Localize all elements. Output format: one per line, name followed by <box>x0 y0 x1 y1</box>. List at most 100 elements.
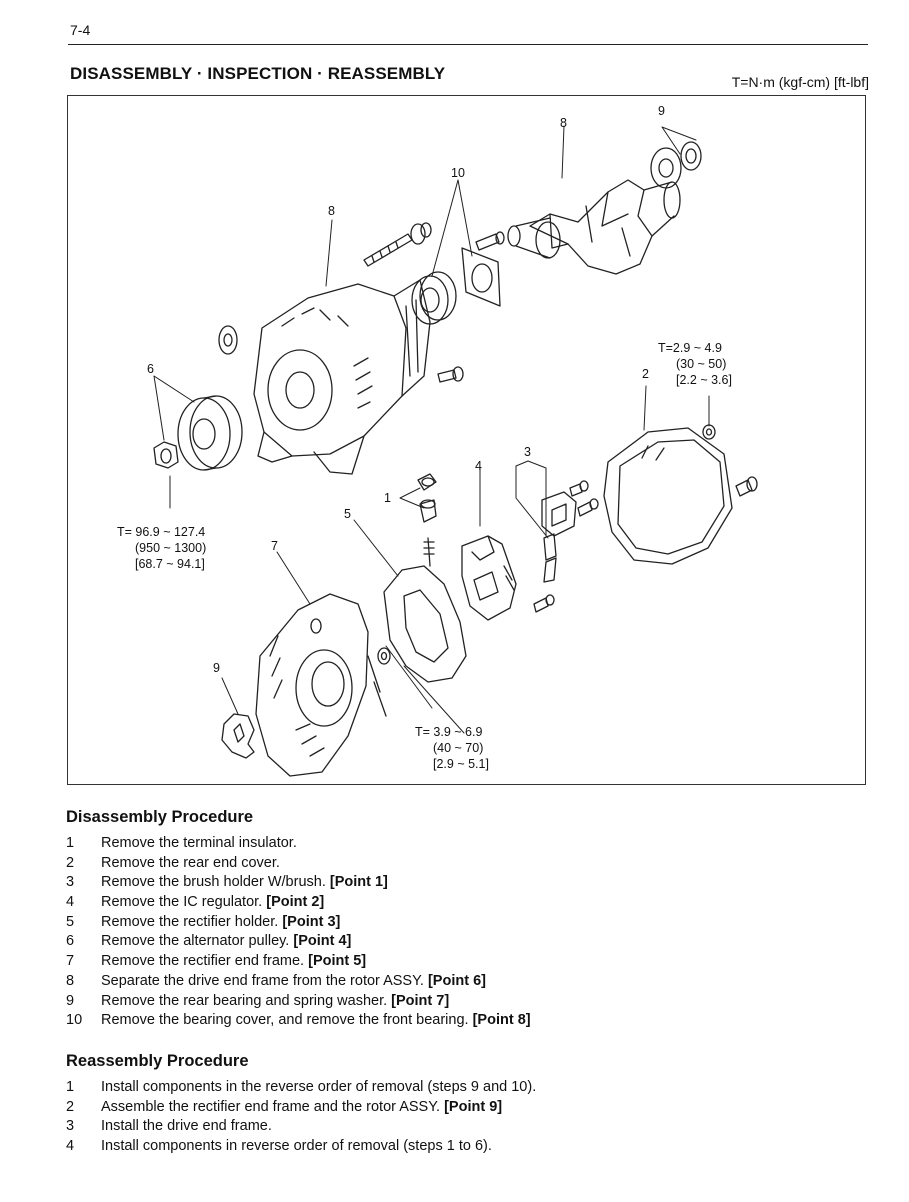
step-point-reference: [Point 1] <box>329 874 388 891</box>
rotor-assembly <box>507 179 681 275</box>
procedure-step: 7 Remove the rectifier end frame. [Point … <box>66 952 856 972</box>
rotor-cover-bolt <box>475 231 505 251</box>
leader-lines <box>153 125 710 734</box>
front-bearing <box>411 271 457 325</box>
step-point-reference: [Point 6] <box>427 972 486 989</box>
reassembly-heading: Reassembly Procedure <box>66 1052 249 1070</box>
torque-nm: T= 96.9 ~ 127.4 <box>117 525 206 539</box>
rectifier-holder <box>383 537 467 683</box>
torque-kgfcm: (40 ~ 70) <box>433 741 484 755</box>
rectifier-end-frame <box>255 593 387 777</box>
callout-2-rear-cover: 2 <box>642 367 649 381</box>
torque-ftlbf: [2.9 ~ 5.1] <box>433 757 489 771</box>
step-number: 3 <box>66 874 75 891</box>
step-text: Remove the alternator pulley. <box>101 933 290 950</box>
step-text: Remove the rear end cover. <box>101 854 280 871</box>
rectifier-washer <box>377 647 391 665</box>
callout-8-drive-frame: 8 <box>328 204 335 218</box>
procedure-step: 4 Install components in reverse order of … <box>66 1137 856 1157</box>
disassembly-heading: Disassembly Procedure <box>66 808 254 826</box>
callout-3-brush-holder: 3 <box>524 445 531 459</box>
torque-nm: T= 3.9 ~ 6.9 <box>415 725 483 739</box>
torque-units-legend: T=N·m (kgf-cm) [ft-lbf] <box>731 74 869 90</box>
brush-holder-screws <box>533 480 599 613</box>
procedure-step: 10 Remove the bearing cover, and remove t… <box>66 1011 856 1031</box>
step-text: Separate the drive end frame from the ro… <box>101 972 424 989</box>
callout-8-rotor: 8 <box>560 116 567 130</box>
step-point-reference: [Point 5] <box>308 953 367 970</box>
exploded-view-figure: 9 8 10 8 6 2 3 4 1 5 7 9 T=2.9 ~ 4.9 (30… <box>67 95 866 785</box>
step-number: 1 <box>66 1079 75 1095</box>
torque-kgfcm: (950 ~ 1300) <box>135 541 207 555</box>
torque-kgfcm: (30 ~ 50) <box>676 357 727 371</box>
alternator-exploded-diagram <box>153 125 758 777</box>
step-number: 8 <box>66 972 75 989</box>
torque-ftlbf: [2.2 ~ 3.6] <box>676 373 732 387</box>
step-number: 3 <box>66 1118 75 1135</box>
torque-spec-rear-cover: T=2.9 ~ 4.9 (30 ~ 50) [2.2 ~ 3.6] <box>658 340 732 388</box>
bearing-cover <box>461 247 501 307</box>
step-number: 2 <box>66 854 75 871</box>
torque-spec-pulley-nut: T= 96.9 ~ 127.4 (950 ~ 1300) [68.7 ~ 94.… <box>117 524 206 572</box>
torque-ftlbf: [68.7 ~ 94.1] <box>135 557 205 571</box>
procedure-step: 2 Assemble the rectifier end frame and th… <box>66 1098 856 1118</box>
cover-nut-right <box>735 476 758 497</box>
step-number: 4 <box>66 1138 75 1155</box>
step-number: 4 <box>66 894 75 911</box>
procedure-step: 5 Remove the rectifier holder. [Point 3] <box>66 913 856 933</box>
terminal-nut <box>437 366 464 383</box>
torque-nm: T=2.9 ~ 4.9 <box>658 341 722 355</box>
rear-bearing <box>650 141 702 189</box>
callout-10-bearing-cover: 10 <box>451 166 465 180</box>
step-text: Remove the brush holder W/brush. <box>101 874 326 891</box>
procedure-step: 6 Remove the alternator pulley. [Point 4] <box>66 932 856 952</box>
procedure-step: 3 Remove the brush holder W/brush. [Point… <box>66 873 856 893</box>
step-text: Install components in reverse order of r… <box>101 1138 492 1155</box>
procedure-step: 2 Remove the rear end cover. <box>66 854 856 874</box>
step-number: 5 <box>66 913 75 930</box>
section-title: DISASSEMBLY · INSPECTION · REASSEMBLY <box>70 64 446 83</box>
callout-7-rectifier-end-frame: 7 <box>271 539 278 553</box>
step-text: Remove the bearing cover, and remove the… <box>101 1012 469 1029</box>
step-point-reference: [Point 9] <box>444 1098 503 1115</box>
step-text: Remove the rear bearing and spring washe… <box>101 992 388 1009</box>
step-point-reference: [Point 4] <box>293 933 352 950</box>
terminal-stud <box>363 222 432 267</box>
torque-spec-rectifier: T= 3.9 ~ 6.9 (40 ~ 70) [2.9 ~ 5.1] <box>415 724 489 772</box>
step-text: Remove the IC regulator. <box>101 894 263 911</box>
callout-9-spring-washer: 9 <box>213 661 220 675</box>
step-number: 6 <box>66 933 75 950</box>
rear-end-cover <box>603 427 733 565</box>
step-point-reference: [Point 7] <box>391 992 450 1009</box>
drive-end-frame <box>253 279 431 475</box>
callout-5-rectifier-holder: 5 <box>344 507 351 521</box>
cover-nut-top <box>702 424 716 440</box>
step-point-reference: [Point 2] <box>266 894 325 911</box>
ic-regulator <box>461 535 517 621</box>
step-text: Remove the rectifier end frame. <box>101 953 305 970</box>
step-number: 10 <box>66 1012 83 1029</box>
step-text: Remove the rectifier holder. <box>101 913 279 930</box>
callout-1-terminal-insulator: 1 <box>384 491 391 505</box>
step-number: 7 <box>66 953 75 970</box>
step-text: Install the drive end frame. <box>101 1118 272 1135</box>
step-point-reference: [Point 3] <box>282 913 341 930</box>
callout-6-pulley: 6 <box>147 362 154 376</box>
alternator-pulley <box>177 395 243 471</box>
callout-4-ic-regulator: 4 <box>475 459 482 473</box>
procedure-step: 8 Separate the drive end frame from the r… <box>66 972 856 992</box>
pulley-nut <box>153 441 179 469</box>
step-number: 2 <box>66 1098 75 1115</box>
brush-holder <box>541 491 577 583</box>
procedure-step: 3 Install the drive end frame. <box>66 1117 856 1137</box>
step-text: Assemble the rectifier end frame and the… <box>101 1098 441 1115</box>
header-rule <box>68 44 868 45</box>
page-number: 7-4 <box>70 22 91 38</box>
callout-9-rear-bearing: 9 <box>658 104 665 118</box>
spacer-washer <box>218 325 238 355</box>
